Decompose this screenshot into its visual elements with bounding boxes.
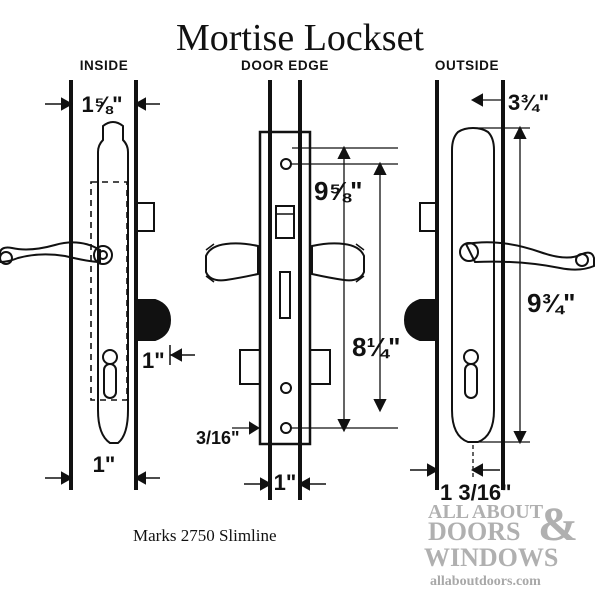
door-edge-view bbox=[205, 80, 398, 500]
logo-line-windows: WINDOWS bbox=[424, 543, 558, 572]
logo-url: allaboutdoors.com bbox=[430, 574, 541, 589]
inside-view-label: INSIDE bbox=[80, 58, 129, 73]
dim-arrowhead bbox=[427, 463, 440, 477]
outside-top-dimension: 3¾" bbox=[508, 90, 549, 115]
outside-cylinder-icon bbox=[463, 349, 479, 365]
dim-arrowhead bbox=[249, 421, 260, 435]
inside-latch-stub bbox=[136, 202, 155, 232]
outside-view bbox=[403, 80, 595, 490]
dim-arrowhead bbox=[373, 161, 387, 175]
dim-arrowhead bbox=[61, 97, 74, 111]
inside-lever-tip bbox=[0, 251, 13, 265]
edge-outside-lever bbox=[311, 242, 365, 282]
door-edge-view-label: DOOR EDGE bbox=[241, 58, 329, 73]
inside-side-dimension: 1" bbox=[142, 348, 165, 373]
all-about-doors-logo: ALL ABOUT DOORS & WINDOWS allaboutdoors.… bbox=[424, 498, 578, 589]
outside-turn-icon bbox=[403, 299, 438, 341]
outside-cylinder-slot bbox=[464, 363, 478, 399]
dim-arrowhead bbox=[61, 471, 74, 485]
thumb-turn-icon bbox=[136, 299, 172, 341]
edge-lower-dimension: 8¼" bbox=[352, 332, 400, 362]
faceplate-screw-bottom bbox=[280, 422, 292, 434]
dim-arrowhead bbox=[470, 93, 483, 107]
outside-trim-plate bbox=[451, 126, 495, 443]
outside-height-dimension: 9¾" bbox=[527, 288, 575, 318]
inside-trim-plate bbox=[97, 120, 129, 444]
logo-ampersand: & bbox=[538, 498, 578, 551]
outside-lever-tip bbox=[575, 253, 589, 267]
page-title: Mortise Lockset bbox=[176, 17, 424, 59]
deadbolt-opening bbox=[279, 271, 291, 319]
inside-lever-rose bbox=[93, 245, 113, 265]
dim-arrowhead bbox=[337, 419, 351, 433]
edge-bottom-dimension: 1" bbox=[274, 470, 297, 495]
inside-lever-hub bbox=[98, 250, 108, 260]
model-caption: Marks 2750 Slimline bbox=[133, 526, 277, 545]
dim-arrowhead bbox=[297, 477, 310, 491]
edge-thumb-turn bbox=[239, 349, 261, 385]
edge-inside-lever bbox=[205, 242, 259, 282]
dim-arrowhead bbox=[169, 348, 182, 362]
outside-lever-handle bbox=[464, 241, 595, 271]
dim-arrowhead bbox=[337, 145, 351, 159]
inside-mortise-body-hidden bbox=[90, 181, 128, 401]
dim-arrowhead bbox=[260, 477, 273, 491]
dim-arrowhead bbox=[373, 399, 387, 413]
dim-arrowhead bbox=[513, 431, 527, 445]
faceplate-screw-mid bbox=[280, 382, 292, 394]
inside-cylinder-slot bbox=[103, 363, 117, 399]
dim-arrowhead bbox=[513, 125, 527, 139]
dim-arrowhead bbox=[133, 471, 146, 485]
dim-arrowhead bbox=[133, 97, 146, 111]
faceplate-screw-top bbox=[280, 158, 292, 170]
mortise-faceplate bbox=[258, 130, 312, 446]
outside-view-label: OUTSIDE bbox=[435, 58, 499, 73]
edge-inside-lever-detail bbox=[205, 243, 215, 283]
edge-outside-lever-detail bbox=[355, 243, 365, 283]
logo-line-all-about: ALL ABOUT bbox=[428, 501, 544, 523]
logo-line-doors: DOORS bbox=[428, 517, 520, 546]
inside-top-dimension: 1⅝" bbox=[81, 92, 122, 117]
inside-cylinder-icon bbox=[102, 349, 118, 365]
latch-opening bbox=[275, 205, 295, 239]
outside-latch-stub bbox=[419, 202, 438, 232]
edge-upper-dimension: 9⅝" bbox=[314, 176, 362, 206]
inside-view bbox=[0, 80, 195, 490]
outside-bottom-dimension: 1 3/16" bbox=[440, 480, 512, 505]
edge-offset-dimension: 3/16" bbox=[196, 428, 240, 448]
edge-cylinder bbox=[309, 349, 331, 385]
dim-arrowhead bbox=[470, 463, 483, 477]
inside-lever-handle bbox=[0, 241, 101, 264]
inside-bottom-dimension: 1" bbox=[93, 452, 116, 477]
